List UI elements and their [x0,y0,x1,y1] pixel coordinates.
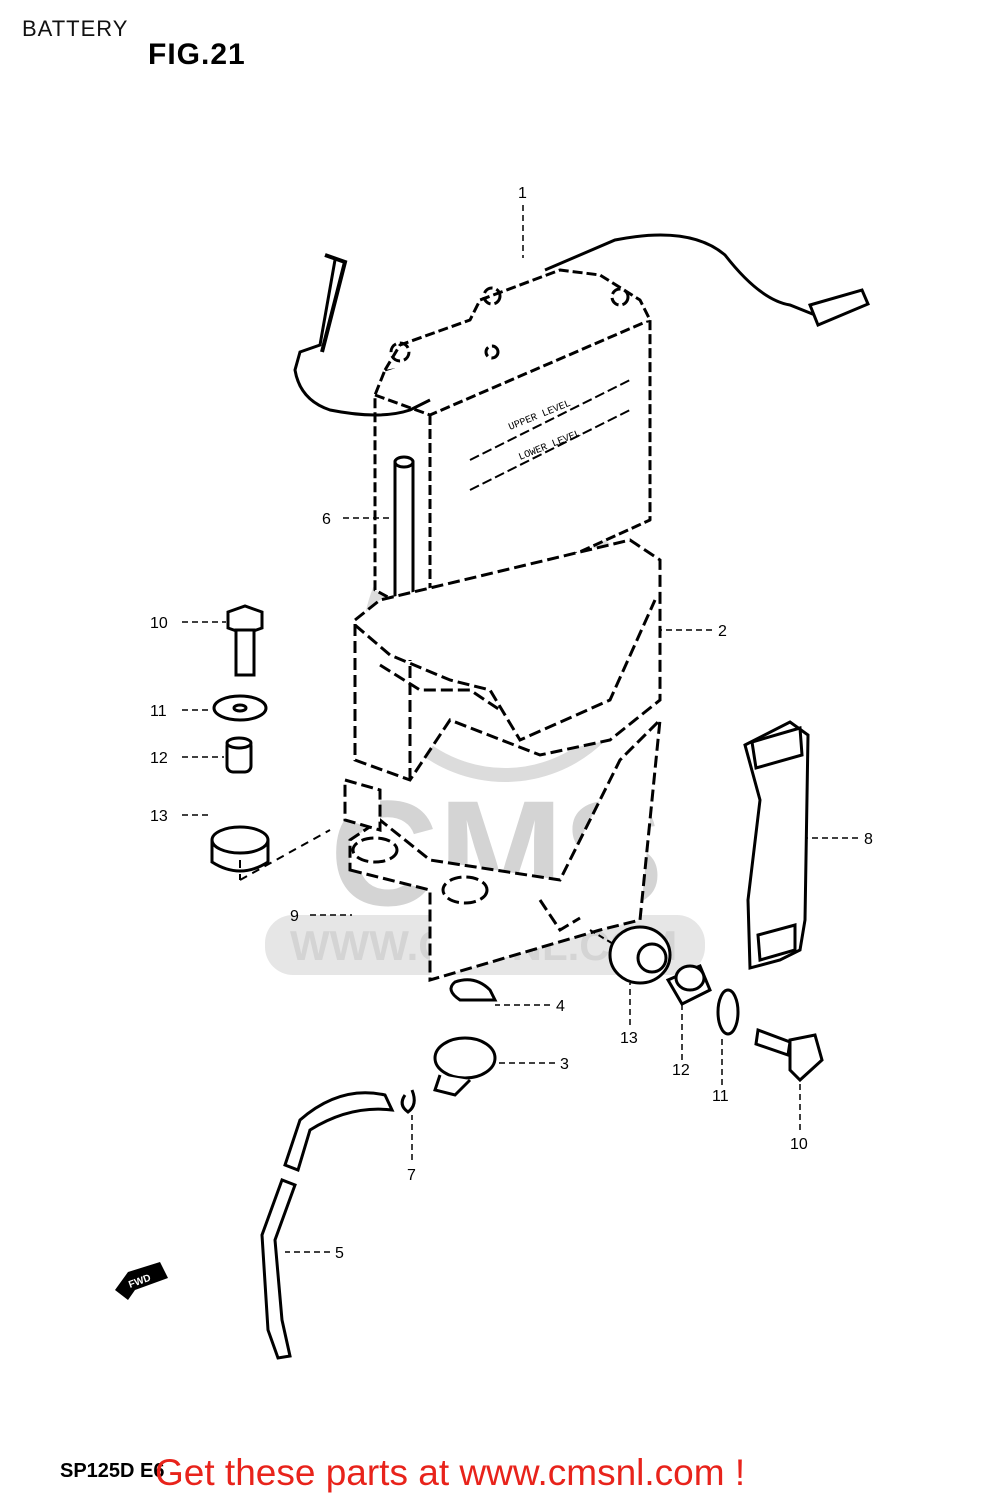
callout-13-right: 13 [620,1030,638,1047]
callout-7: 7 [407,1167,416,1184]
battery-strap-part [743,720,810,970]
page-title: BATTERY [22,16,129,41]
mount-hardware-left [210,604,331,881]
fwd-arrow: FWD [115,1262,168,1300]
battery-case-part [353,538,662,782]
battery-holder-part [343,715,662,983]
model-code: SP125D E6 [60,1460,165,1482]
callout-11-right: 11 [712,1088,729,1105]
callout-5: 5 [335,1245,344,1262]
figure-label: FIG.21 [148,38,246,71]
callout-9: 9 [290,908,299,925]
callout-4: 4 [556,998,565,1015]
callout-2: 2 [718,623,727,640]
callout-3: 3 [560,1056,569,1073]
promo-link[interactable]: Get these parts at www.cmsnl.com ! [155,1452,746,1493]
mount-hardware-right [589,925,824,1083]
battery-part [373,268,652,622]
callout-12-left: 12 [150,750,168,767]
callout-numbers: 1 6 2 10 11 12 13 8 9 4 3 7 5 13 12 11 1… [150,185,873,1262]
callout-6: 6 [322,511,331,528]
callout-1: 1 [518,185,527,202]
callout-11-left: 11 [150,703,167,720]
callout-12-right: 12 [672,1062,690,1079]
callout-10-right: 10 [790,1136,808,1153]
callout-8: 8 [864,831,873,848]
breather-hose-assembly [260,978,498,1360]
callout-10-left: 10 [150,615,168,632]
callout-13-left: 13 [150,808,168,825]
callout-leader-lines [182,205,858,1253]
battery-cables [293,233,870,417]
